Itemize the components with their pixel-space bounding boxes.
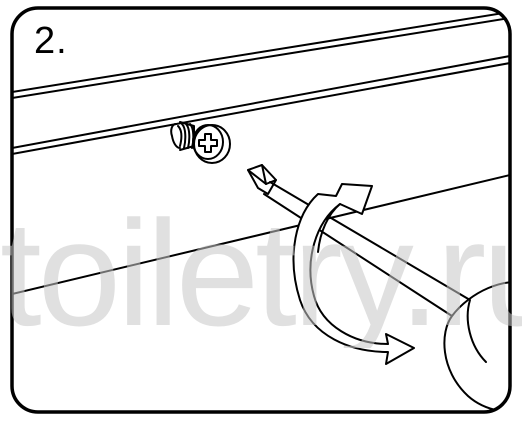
frame-border	[10, 6, 512, 414]
screwdriver-icon	[247, 164, 510, 412]
step-number: 2.	[34, 20, 68, 62]
screw-icon	[170, 121, 231, 164]
rotation-arrow-icon	[292, 183, 415, 365]
panel-edges	[12, 11, 510, 295]
